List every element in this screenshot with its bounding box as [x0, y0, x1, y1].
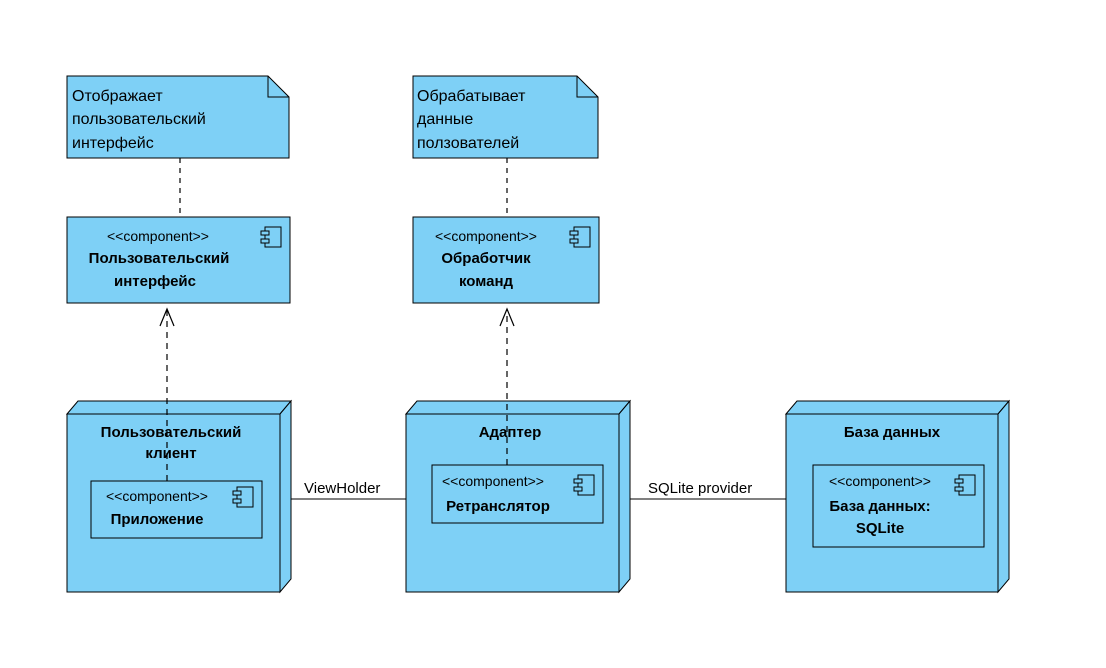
connector-label: SQLite provider [648, 480, 752, 497]
component-name-line-1: Обработчик [441, 250, 531, 267]
client-node[interactable]: Пользовательский клиент <<component>> Пр… [65, 399, 293, 594]
handler-note-line-2: данные [417, 111, 473, 128]
handler-note-line-3: ползователей [417, 135, 519, 152]
handler-note[interactable]: Обрабатывает данные ползователей [412, 75, 599, 159]
database-inner-component[interactable]: <<component>> База данных: SQLite [812, 464, 985, 548]
component-stereotype: <<component>> [107, 228, 209, 244]
component-icon [569, 226, 591, 248]
component-stereotype: <<component>> [106, 488, 208, 504]
ui-note-line-3: интерфейс [72, 135, 154, 152]
component-stereotype: <<component>> [442, 473, 544, 489]
component-icon [260, 226, 282, 248]
ui-component[interactable]: <<component>> Пользовательский интерфейс [66, 216, 291, 304]
node-title-line-2: клиент [145, 445, 196, 462]
handler-note-line-1: Обрабатывает [417, 88, 526, 105]
adapter-inner-component[interactable]: <<component>> Ретранслятор [431, 464, 604, 524]
component-icon [954, 474, 976, 496]
component-name-line-2: команд [459, 273, 514, 290]
ui-note-line-2: пользовательский [72, 111, 206, 128]
ui-note[interactable]: Отображает пользовательский интерфейс [66, 75, 290, 159]
component-stereotype: <<component>> [829, 473, 931, 489]
adapter-database-connector[interactable]: SQLite provider [630, 480, 786, 500]
component-name-line-1: Пользовательский [89, 250, 230, 267]
node-title-line-1: Пользовательский [101, 424, 242, 441]
node-title: База данных [844, 424, 941, 441]
database-node[interactable]: База данных <<component>> База данных: S… [784, 399, 1011, 594]
component-stereotype: <<component>> [435, 228, 537, 244]
component-name: Приложение [111, 511, 204, 528]
adapter-node[interactable]: Адаптер <<component>> Ретранслятор [404, 399, 632, 594]
connector-label: ViewHolder [304, 480, 380, 497]
client-inner-component[interactable]: <<component>> Приложение [90, 480, 263, 539]
adapter-to-handler-dependency [499, 307, 515, 465]
component-icon [573, 474, 595, 496]
client-adapter-connector[interactable]: ViewHolder [291, 480, 406, 500]
handler-component[interactable]: <<component>> Обработчик команд [412, 216, 600, 304]
component-name-line-1: База данных: [829, 498, 930, 515]
component-name-line-2: интерфейс [114, 273, 196, 290]
node-title: Адаптер [479, 424, 542, 441]
component-name: Ретранслятор [446, 498, 550, 515]
component-name-line-2: SQLite [856, 520, 904, 537]
component-icon [232, 486, 254, 508]
ui-note-line-1: Отображает [72, 88, 163, 105]
client-to-ui-dependency [159, 307, 175, 481]
